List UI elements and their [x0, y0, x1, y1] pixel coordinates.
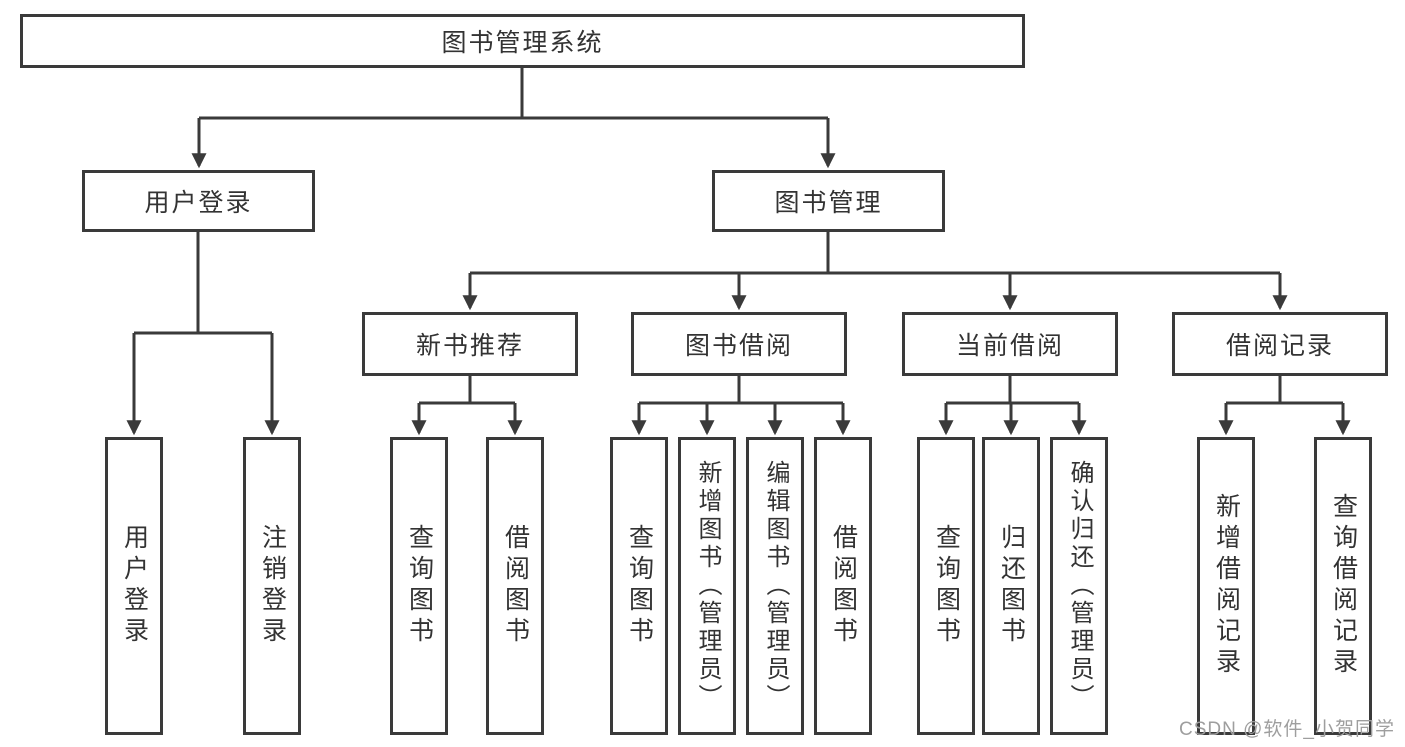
node-new-book-recommend-label: 新书推荐	[415, 332, 524, 360]
leaf-return-book: 归还图书	[982, 437, 1040, 735]
leaf-bookborrow-borrow-book: 借阅图书	[814, 437, 872, 735]
leaf-add-borrow-record: 新增借阅记录	[1197, 437, 1255, 735]
leaf-confirm-return-admin: 确认归还（管理员）	[1050, 437, 1108, 735]
leaf-currentborrow-query-book-label: 查询图书	[932, 524, 961, 648]
node-root-system: 图书管理系统	[20, 14, 1025, 68]
leaf-currentborrow-query-book: 查询图书	[917, 437, 975, 735]
node-user-login: 用户登录	[82, 170, 315, 232]
node-new-book-recommend: 新书推荐	[362, 312, 578, 376]
node-current-borrow: 当前借阅	[902, 312, 1118, 376]
node-book-borrow-label: 图书借阅	[684, 332, 793, 360]
node-book-management: 图书管理	[712, 170, 945, 232]
csdn-watermark: CSDN @软件_小贺同学	[1179, 719, 1395, 740]
node-current-borrow-label: 当前借阅	[955, 332, 1064, 360]
node-borrow-record-label: 借阅记录	[1225, 332, 1334, 360]
leaf-logout-login-label: 注销登录	[258, 524, 287, 648]
leaf-bookborrow-query-book-label: 查询图书	[625, 524, 654, 648]
leaf-newbook-borrow-book: 借阅图书	[486, 437, 544, 735]
leaf-query-borrow-record: 查询借阅记录	[1314, 437, 1372, 735]
leaf-add-book-admin: 新增图书（管理员）	[678, 437, 736, 735]
leaf-confirm-return-admin-label: 确认归还（管理员）	[1066, 460, 1093, 712]
leaf-newbook-query-book-label: 查询图书	[405, 524, 434, 648]
leaf-query-borrow-record-label: 查询借阅记录	[1329, 493, 1358, 679]
leaf-add-borrow-record-label: 新增借阅记录	[1212, 493, 1241, 679]
node-book-borrow: 图书借阅	[631, 312, 847, 376]
leaf-edit-book-admin-label: 编辑图书（管理员）	[762, 460, 789, 712]
leaf-bookborrow-query-book: 查询图书	[610, 437, 668, 735]
leaf-add-book-admin-label: 新增图书（管理员）	[694, 460, 721, 712]
leaf-user-login: 用户登录	[105, 437, 163, 735]
leaf-newbook-query-book: 查询图书	[390, 437, 448, 735]
node-user-login-label: 用户登录	[144, 189, 253, 217]
leaf-bookborrow-borrow-book-label: 借阅图书	[829, 524, 858, 648]
node-root-label: 图书管理系统	[441, 29, 604, 57]
leaf-return-book-label: 归还图书	[997, 524, 1026, 648]
leaf-newbook-borrow-book-label: 借阅图书	[501, 524, 530, 648]
node-borrow-record: 借阅记录	[1172, 312, 1388, 376]
leaf-logout-login: 注销登录	[243, 437, 301, 735]
leaf-user-login-label: 用户登录	[120, 524, 149, 648]
leaf-edit-book-admin: 编辑图书（管理员）	[746, 437, 804, 735]
node-book-management-label: 图书管理	[774, 189, 883, 217]
